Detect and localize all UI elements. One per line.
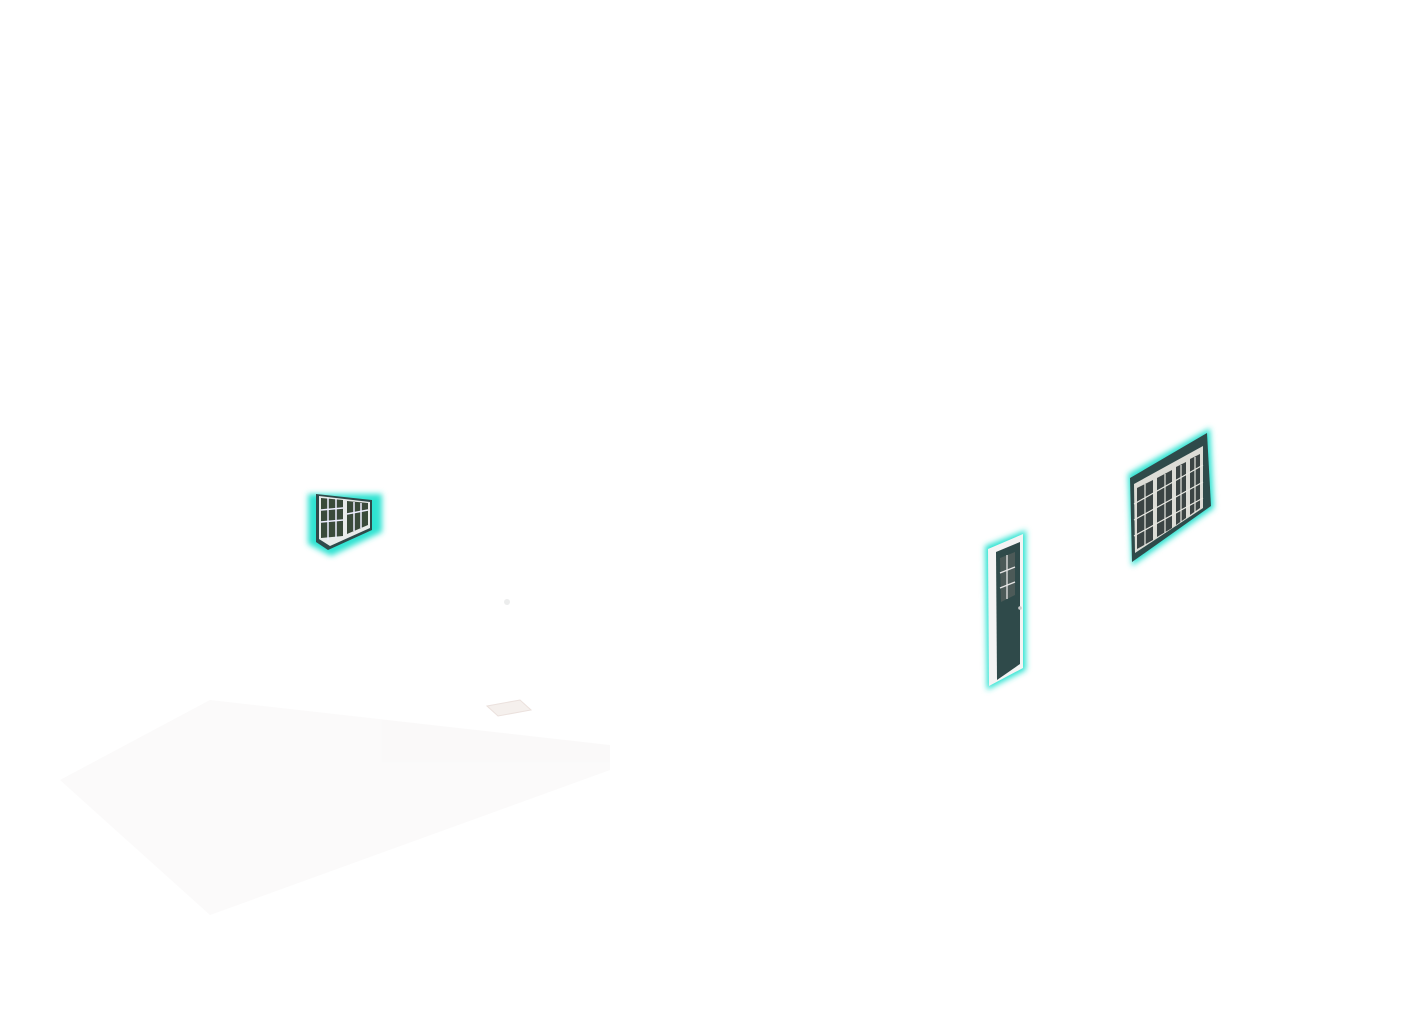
door-handle (1018, 606, 1022, 610)
window-small[interactable] (308, 494, 382, 556)
window-large[interactable] (1128, 428, 1214, 566)
door[interactable] (985, 530, 1026, 690)
house-ghost (60, 599, 610, 915)
wall-light-fixture (504, 599, 510, 605)
